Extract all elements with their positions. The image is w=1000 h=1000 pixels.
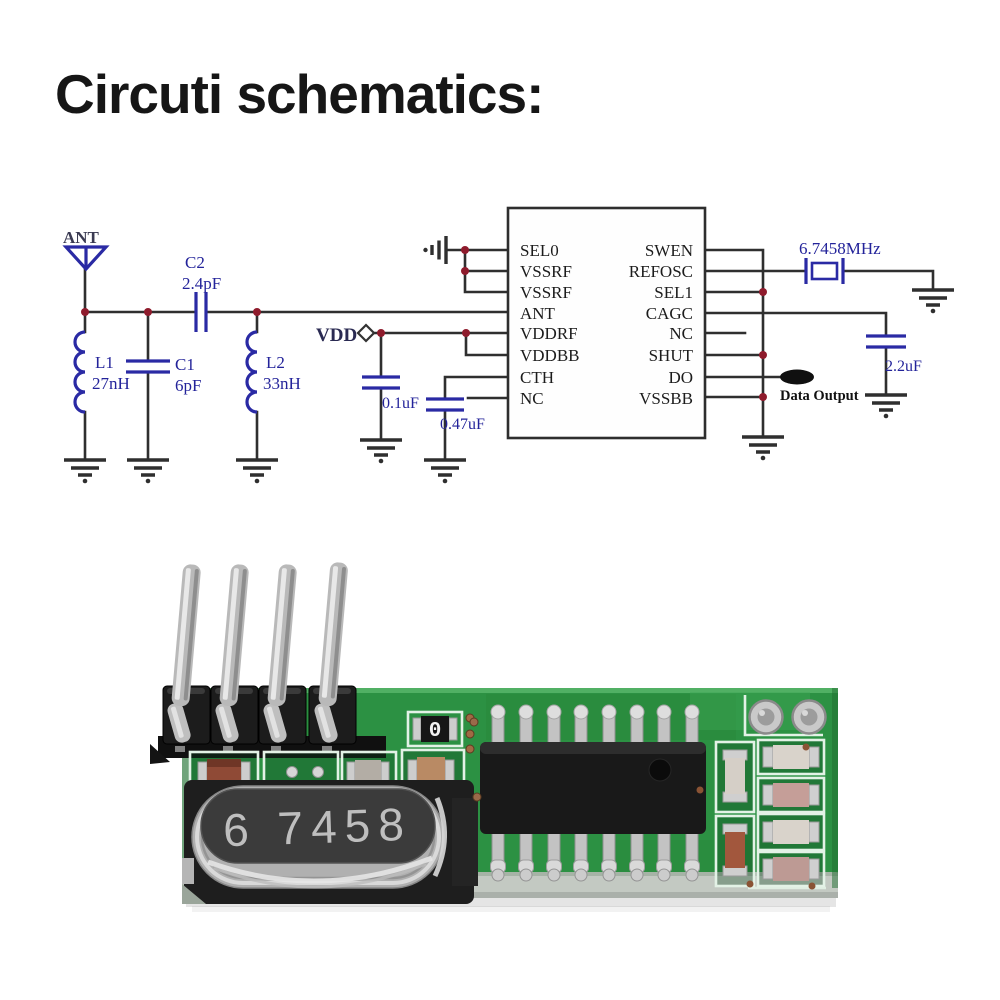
- ic-pin-label: DO: [668, 368, 693, 387]
- crystal-can: 6 7458: [182, 780, 478, 904]
- soic-ic: [469, 704, 706, 882]
- ic-pin-label: SEL0: [520, 241, 559, 260]
- ic-pin-label: SWEN: [645, 241, 693, 260]
- ic-pin-label: ANT: [520, 304, 556, 323]
- ic-pin-label: VDDBB: [520, 346, 580, 365]
- round-pads: [743, 695, 827, 737]
- inductor-l2: L2 33nH: [245, 330, 301, 414]
- ic-pin-label: CAGC: [646, 304, 693, 323]
- ic-pin-label: CTH: [520, 368, 554, 387]
- ic-pin-label: REFOSC: [629, 262, 693, 281]
- ground-symbol: [360, 438, 402, 464]
- ground-symbol: [865, 393, 907, 419]
- capacitor-c1: C1 6pF: [126, 355, 201, 395]
- ic-top-legs: [490, 704, 700, 747]
- ground-symbol: [424, 458, 466, 484]
- l1-value: 27nH: [92, 374, 130, 393]
- board-shadow: [192, 906, 830, 912]
- capacitor-vdd-01uf: 0.1uF: [362, 375, 419, 412]
- ic-body: [480, 742, 706, 834]
- ground-symbol: [236, 458, 278, 484]
- crystal-symbol: 6.7458MHz: [799, 239, 881, 284]
- ic-pin-label: NC: [520, 389, 544, 408]
- c2-name: C2: [185, 253, 205, 272]
- l2-name: L2: [266, 353, 285, 372]
- ic-pin-label: SHUT: [649, 346, 694, 365]
- header-pin: [167, 564, 201, 743]
- resistor-marking: 0: [429, 720, 442, 743]
- c2-value: 2.4pF: [182, 274, 221, 293]
- antenna-label: ANT: [63, 228, 100, 247]
- capacitor-c2: C2 2.4pF: [182, 253, 221, 332]
- ic-pin-label: VSSRF: [520, 283, 572, 302]
- c1-name: C1: [175, 355, 195, 374]
- vdd-terminal: VDD: [316, 323, 376, 346]
- capacitor-cth-047uf: 0.47uF: [426, 397, 485, 433]
- inductor-l1: L1 27nH: [73, 330, 130, 414]
- crystal-marking: 6 7458: [222, 798, 412, 857]
- ic-pin-label: VDDRF: [520, 324, 578, 343]
- cth-cap-value: 0.47uF: [440, 416, 485, 433]
- ground-symbol: [127, 458, 169, 484]
- vdd-label: VDD: [316, 325, 357, 346]
- pcb-photo: 0 6 7458: [150, 562, 838, 912]
- header-pin: [314, 562, 348, 743]
- ic-bottom-legs: [490, 831, 700, 882]
- ground-symbol: [423, 236, 448, 264]
- data-output-marker: Data Output: [780, 369, 859, 404]
- antenna-symbol: ANT: [62, 228, 110, 272]
- l2-value: 33nH: [263, 374, 301, 393]
- circuit-schematic: ANT L1 27nH C1 6pF C2 2.4pF: [62, 206, 954, 484]
- header-pin: [215, 564, 249, 743]
- ic-dimple: [648, 758, 672, 782]
- data-output-label: Data Output: [780, 388, 859, 404]
- header-pin: [263, 564, 297, 743]
- capacitor-agc-22uf: 2.2uF: [866, 334, 922, 375]
- agc-cap-value: 2.2uF: [885, 358, 922, 375]
- ic-block: SEL0 VSSRF VSSRF ANT VDDRF VDDBB CTH NC …: [506, 206, 707, 440]
- ic-pin-label: NC: [669, 324, 693, 343]
- vdd-cap-value: 0.1uF: [382, 395, 419, 412]
- c1-value: 6pF: [175, 376, 201, 395]
- right-smd-column: [696, 738, 826, 890]
- ground-symbol: [912, 288, 954, 314]
- ic-pin-label: VSSBB: [639, 389, 693, 408]
- crystal-value: 6.7458MHz: [799, 239, 881, 258]
- l1-name: L1: [95, 353, 114, 372]
- ground-symbol: [64, 458, 106, 484]
- board-shadow: [186, 898, 836, 907]
- junction-dots: [81, 246, 767, 401]
- ic-pin-label: VSSRF: [520, 262, 572, 281]
- page-title: Circuti schematics:: [55, 63, 544, 125]
- ic-pin-label: SEL1: [654, 283, 693, 302]
- ground-symbol: [742, 435, 784, 461]
